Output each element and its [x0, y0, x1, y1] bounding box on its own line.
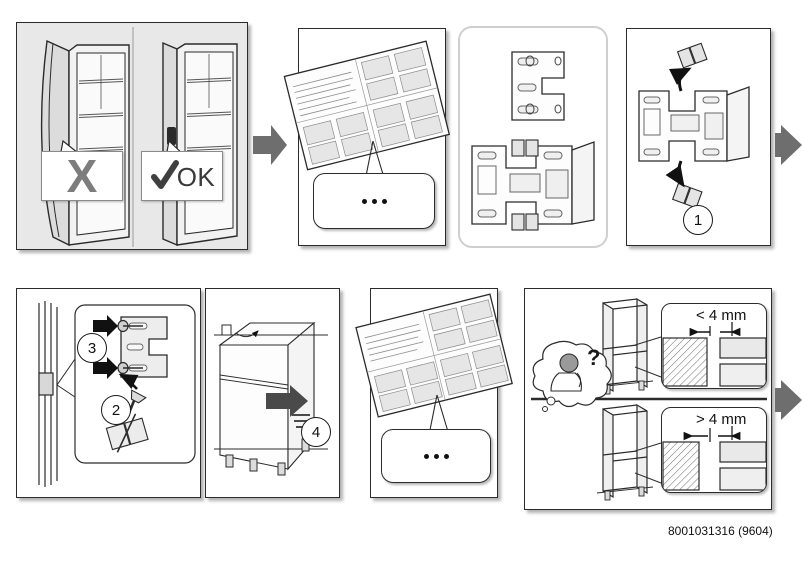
- arrow-down-icon: [665, 160, 685, 188]
- clip-icon: [676, 42, 708, 69]
- door-latch-icon: [38, 372, 54, 396]
- panel-step-4: 4: [205, 288, 340, 498]
- ok-label: OK: [176, 162, 216, 192]
- door-illustrations: [40, 27, 238, 247]
- slide-appliance-illustration: [214, 321, 328, 476]
- step-badge-2: 2: [101, 395, 131, 425]
- leaflet-illustration: [355, 293, 513, 456]
- flow-arrow-1: [253, 125, 287, 165]
- gap-label-large: > 4 mm: [696, 411, 747, 428]
- leaflet-illustration: [283, 40, 451, 202]
- step-badge-4: 4: [301, 417, 331, 447]
- measurement-callout-small: < 4 mm: [661, 303, 767, 389]
- thought-bubble-icon: ?: [532, 340, 612, 412]
- status-sign-incorrect: X: [41, 151, 123, 201]
- flow-arrow-3: [775, 380, 802, 420]
- leaflet-callout-bottom: [381, 429, 491, 483]
- remove-clips-illustration: [638, 42, 750, 209]
- flow-arrow-2: [775, 125, 802, 165]
- step-badge-1: 1: [683, 205, 713, 235]
- panel-gap-check: ? < 4 mm: [524, 288, 772, 510]
- measurement-callout-large: > 4 mm: [661, 407, 767, 493]
- screw-icon: [117, 319, 143, 375]
- arrow-up-icon: [668, 67, 692, 92]
- screw-and-mount-illustration: [38, 301, 196, 487]
- gap-check-illustration: ?: [531, 297, 767, 501]
- clip-icon: [511, 139, 539, 231]
- arrow-curved-icon: [118, 373, 139, 390]
- question-mark-icon: ?: [587, 345, 600, 370]
- document-code: 8001031316 (9604): [668, 524, 773, 538]
- status-sign-correct: OK: [141, 151, 223, 201]
- check-icon: [150, 160, 179, 189]
- panel-manual-reference-top: [283, 28, 451, 246]
- clip-icon: [105, 413, 149, 453]
- panel-parts-overview: [458, 26, 608, 248]
- step-badge-3: 3: [77, 333, 107, 363]
- gap-label-small: < 4 mm: [696, 307, 747, 324]
- ellipsis-icon: [361, 198, 387, 204]
- arrow-right-icon: [93, 315, 118, 379]
- clip-icon: [671, 182, 703, 209]
- cross-icon: X: [66, 150, 98, 202]
- ellipsis-icon: [423, 453, 449, 459]
- panel-manual-reference-bottom: [355, 288, 513, 498]
- panel-step-2-3: 3 2: [16, 288, 201, 498]
- panel-door-comparison: X OK: [16, 22, 248, 250]
- panel-step-1: 1: [626, 28, 771, 246]
- bracket-parts-illustration: [471, 51, 595, 231]
- leaflet-callout-top: [313, 173, 435, 229]
